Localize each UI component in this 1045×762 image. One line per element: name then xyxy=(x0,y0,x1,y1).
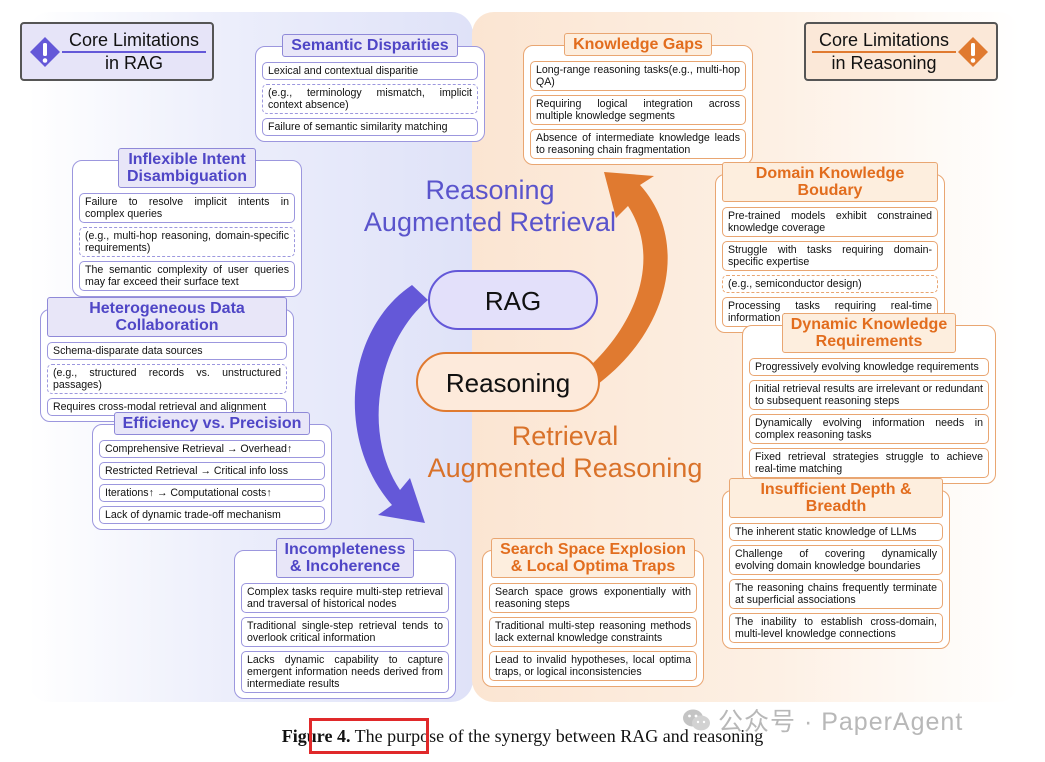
list-item: (e.g., semiconductor design) xyxy=(722,275,938,293)
list-item: Challenge of covering dynamically evolvi… xyxy=(729,545,943,575)
list-item: Traditional single-step retrieval tends … xyxy=(241,617,449,647)
figure-label: Figure 4. xyxy=(281,726,351,746)
efficiency-precision-card: Efficiency vs. Precision Comprehensive R… xyxy=(92,412,332,530)
retrieval-augmented-reasoning-label: Retrieval Augmented Reasoning xyxy=(427,421,703,483)
rag-pill: RAG xyxy=(428,270,598,330)
list-item: Comprehensive Retrieval → Overhead↑ xyxy=(99,440,325,458)
reasoning-pill: Reasoning xyxy=(416,352,600,412)
card-title: Domain Knowledge Boudary xyxy=(722,162,938,202)
highlight-box xyxy=(309,718,429,754)
warning-icon xyxy=(30,36,60,67)
list-item: Search space grows exponentially with re… xyxy=(489,583,697,613)
card-title: Heterogeneous Data Collaboration xyxy=(47,297,287,337)
watermark: 公众号 · PaperAgent xyxy=(682,702,963,738)
orange-curved-arrow xyxy=(588,172,668,384)
card-title: Search Space Explosion& Local Optima Tra… xyxy=(491,538,695,578)
purple-curved-arrow xyxy=(354,285,428,523)
warning-icon xyxy=(958,36,988,67)
list-item: Complex tasks require multi-step retriev… xyxy=(241,583,449,613)
list-item: Restricted Retrieval → Critical info los… xyxy=(99,462,325,480)
list-item: Traditional multi-step reasoning methods… xyxy=(489,617,697,647)
list-item: Progressively evolving knowledge require… xyxy=(749,358,989,376)
list-item: Lexical and contextual disparitie xyxy=(262,62,478,80)
list-item: Failure to resolve implicit intents in c… xyxy=(79,193,295,223)
card-title: Insufficient Depth & Breadth xyxy=(729,478,943,518)
list-item: The reasoning chains frequently terminat… xyxy=(729,579,943,609)
list-item: The semantic complexity of user queries … xyxy=(79,261,295,291)
domain-knowledge-card: Domain Knowledge Boudary Pre-trained mod… xyxy=(715,162,945,333)
list-item: Initial retrieval results are irrelevant… xyxy=(749,380,989,410)
reasoning-augmented-retrieval-label: Reasoning Augmented Retrieval xyxy=(363,175,617,237)
semantic-disparities-card: Semantic Disparities Lexical and context… xyxy=(255,34,485,142)
wechat-icon xyxy=(683,709,710,731)
list-item: Lacks dynamic capability to capture emer… xyxy=(241,651,449,693)
list-item: (e.g., multi-hop reasoning, domain-speci… xyxy=(79,227,295,257)
list-item: Lack of dynamic trade-off mechanism xyxy=(99,506,325,524)
figure-caption: Figure 4. The purpose of the synergy bet… xyxy=(0,726,1045,747)
list-item: Schema-disparate data sources xyxy=(47,342,287,360)
list-item: Long-range reasoning tasks(e.g., multi-h… xyxy=(530,61,746,91)
list-item: Dynamically evolving information needs i… xyxy=(749,414,989,444)
incompleteness-card: Incompleteness& Incoherence Complex task… xyxy=(234,538,456,699)
knowledge-gaps-card: Knowledge Gaps Long-range reasoning task… xyxy=(523,33,753,165)
list-item: (e.g., terminology mismatch, implicit co… xyxy=(262,84,478,114)
card-title: Knowledge Gaps xyxy=(564,33,712,56)
insufficient-depth-card: Insufficient Depth & Breadth The inheren… xyxy=(722,478,950,649)
card-title: Efficiency vs. Precision xyxy=(113,412,311,435)
list-item: Requiring logical integration across mul… xyxy=(530,95,746,125)
card-title: Incompleteness& Incoherence xyxy=(275,538,415,578)
caption-text: The purpose of the synergy between RAG a… xyxy=(350,726,764,746)
list-item: Absence of intermediate knowledge leads … xyxy=(530,129,746,159)
list-item: (e.g., structured records vs. unstructur… xyxy=(47,364,287,394)
list-item: Iterations↑ → Computational costs↑ xyxy=(99,484,325,502)
card-title: Semantic Disparities xyxy=(282,34,458,57)
heterogeneous-data-card: Heterogeneous Data Collaboration Schema-… xyxy=(40,297,294,422)
list-item: Lead to invalid hypotheses, local optima… xyxy=(489,651,697,681)
list-item: Failure of semantic similarity matching xyxy=(262,118,478,136)
list-item: Pre-trained models exhibit constrained k… xyxy=(722,207,938,237)
list-item: The inability to establish cross-domain,… xyxy=(729,613,943,643)
list-item: The inherent static knowledge of LLMs xyxy=(729,523,943,541)
list-item: Fixed retrieval strategies struggle to a… xyxy=(749,448,989,478)
search-space-card: Search Space Explosion& Local Optima Tra… xyxy=(482,538,704,687)
list-item: Requires cross-modal retrieval and align… xyxy=(47,398,287,416)
list-item: Struggle with tasks requiring domain-spe… xyxy=(722,241,938,271)
